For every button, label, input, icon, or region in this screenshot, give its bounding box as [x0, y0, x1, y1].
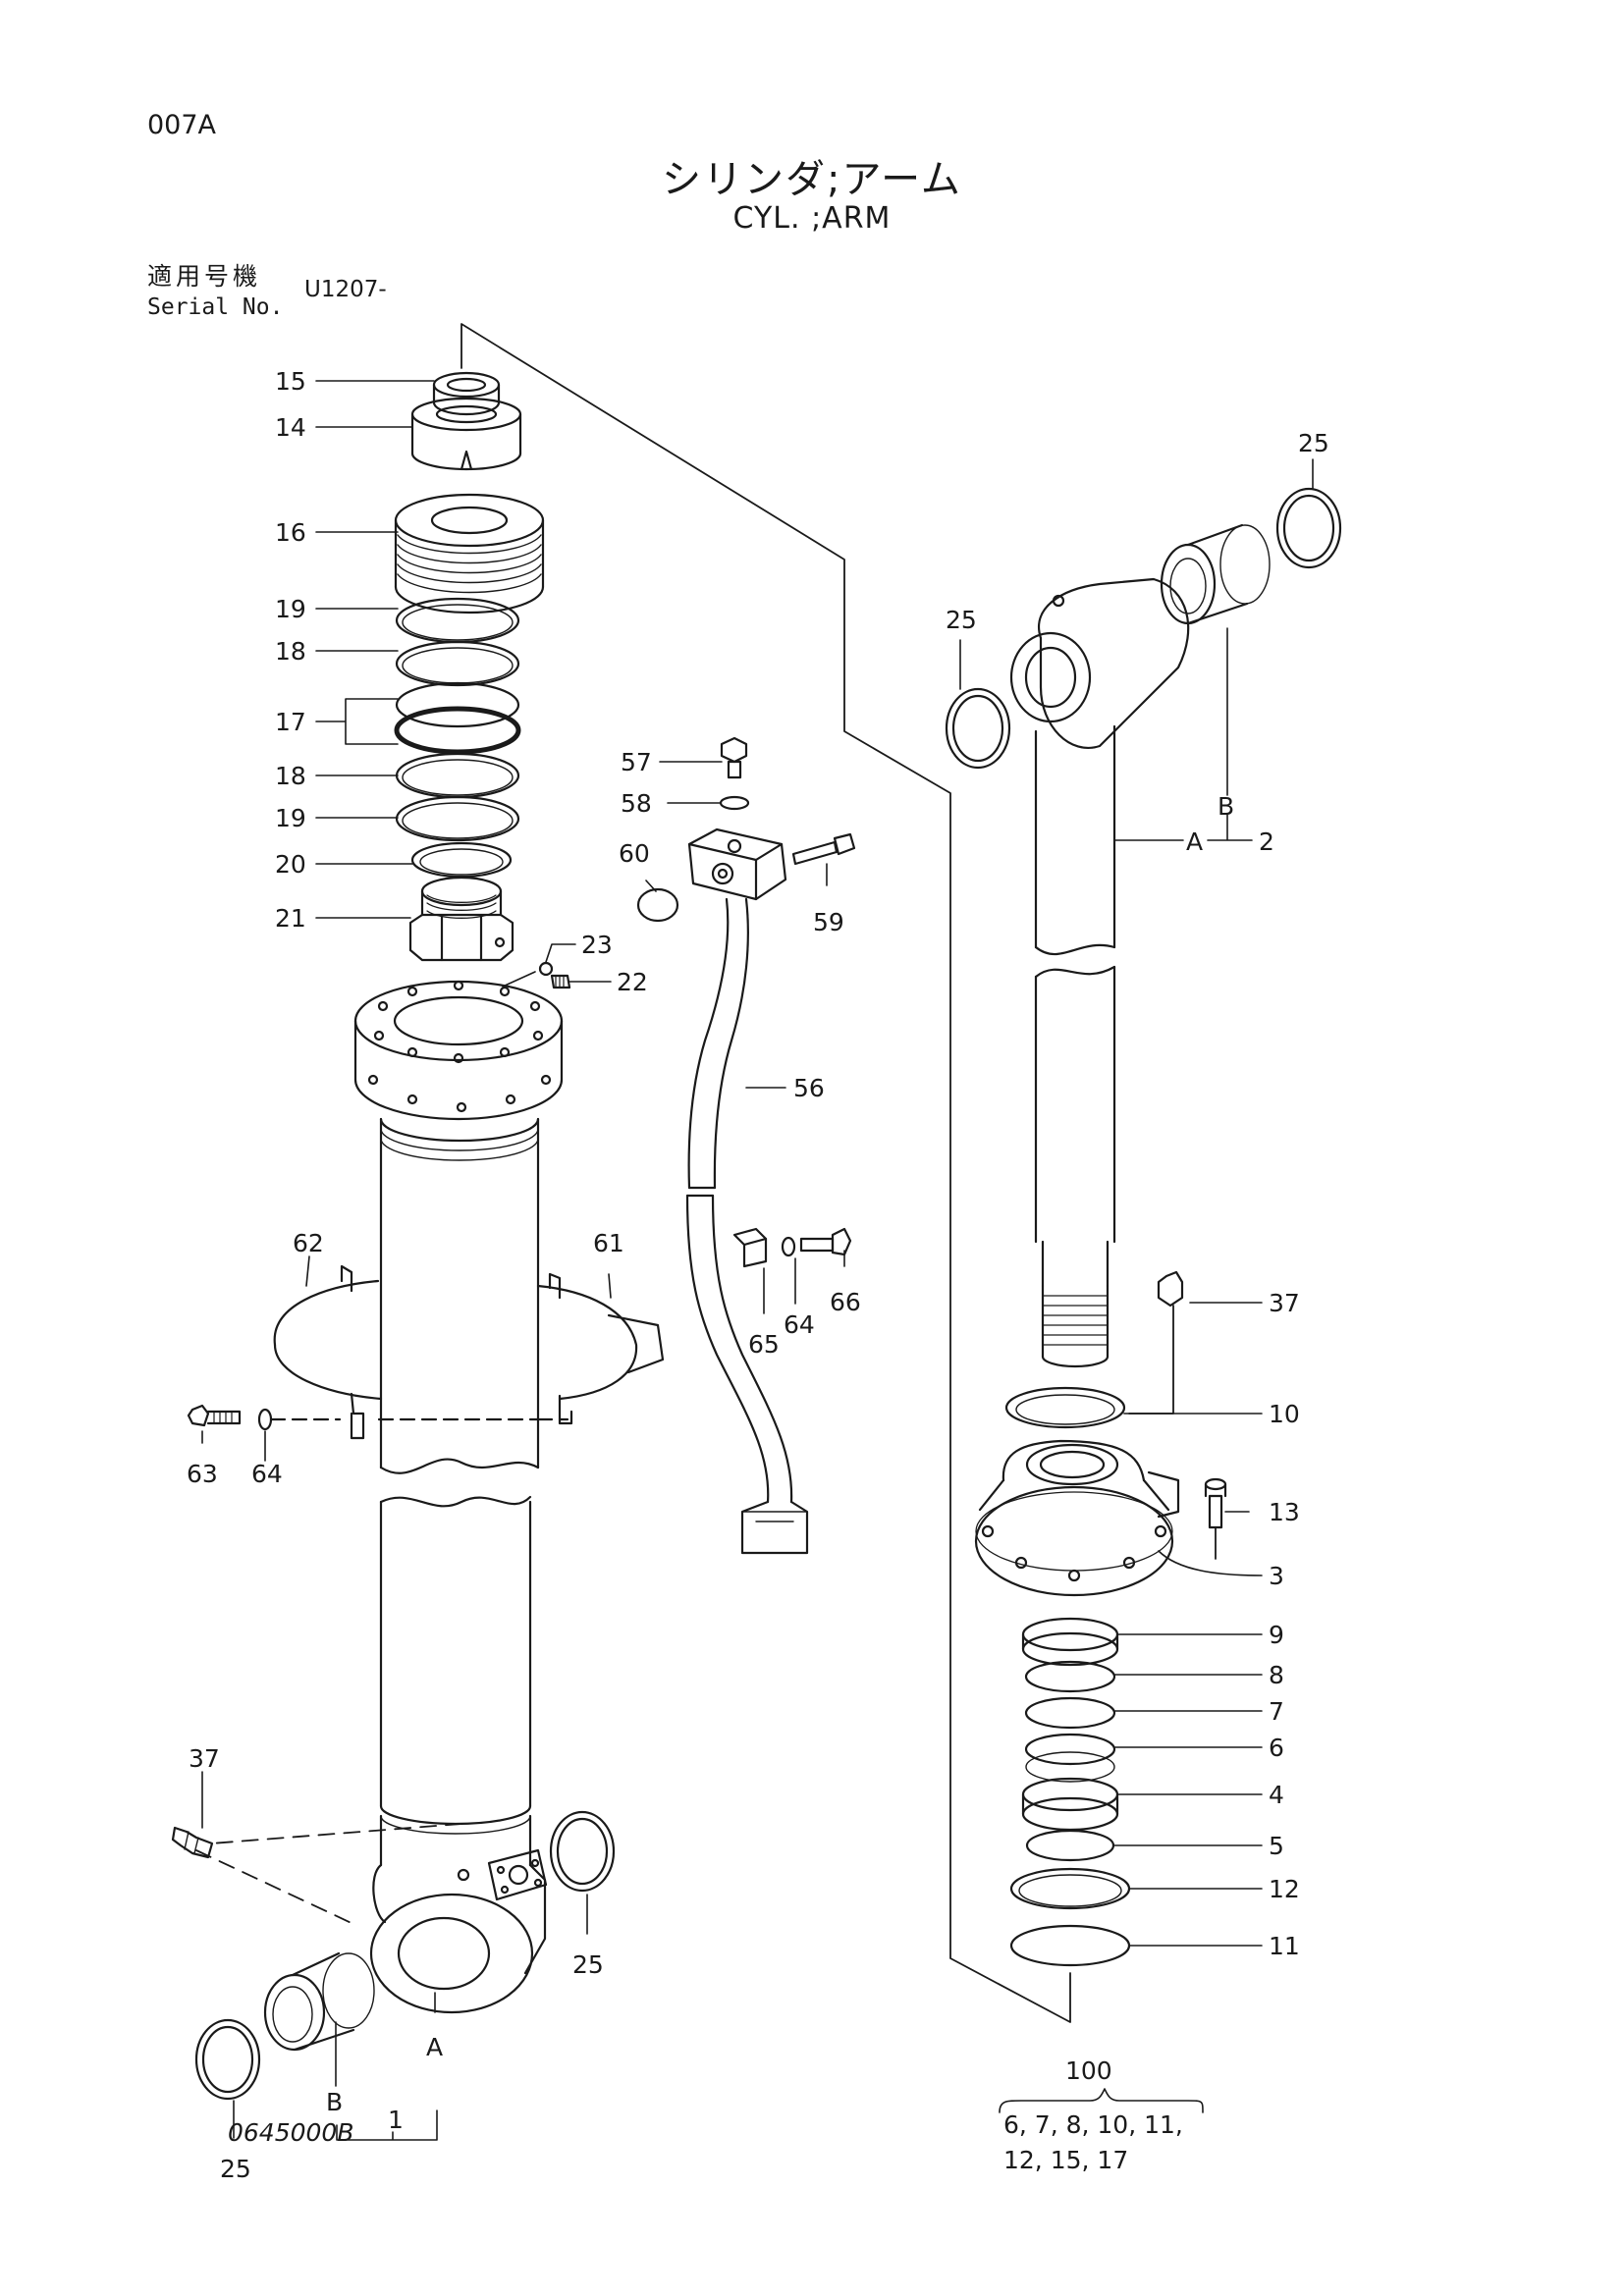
- callout-25-lower-left: 25: [220, 2155, 251, 2183]
- bolt-66-shape: [799, 1227, 852, 1256]
- callout-65: 65: [748, 1330, 780, 1359]
- callout-6: 6: [1269, 1734, 1284, 1762]
- callout-18-lower: 18: [275, 762, 306, 790]
- washer-64-left-shape: [257, 1408, 273, 1431]
- callout-labels: 15 14 16 19 18 17 18 19 20 21 23 22 57 5…: [187, 367, 1329, 2183]
- cylinder-tube-lower: [379, 1495, 532, 1867]
- callout-16: 16: [275, 518, 306, 547]
- seal-25-upper-left-shape: [945, 687, 1011, 770]
- rings-17-to-20: [394, 597, 521, 879]
- seal-25-lower-right-shape: [549, 1810, 616, 1893]
- cylinder-flange-shape: [353, 980, 564, 1121]
- callout-64-left: 64: [251, 1460, 283, 1488]
- callout-2: 2: [1259, 828, 1274, 856]
- callout-37-left: 37: [189, 1744, 220, 1773]
- part-21-shape: [408, 876, 514, 962]
- clamp-61-shape: [536, 1272, 665, 1425]
- clamp-62-shape: [273, 1264, 383, 1440]
- assembly-chain-lines: [195, 323, 1217, 2023]
- callout-b-right: B: [1218, 792, 1234, 821]
- grease-nipple-37-right-shape: [1157, 1270, 1184, 1308]
- ring-10-shape: [1004, 1386, 1126, 1429]
- cylinder-tube-assembly: [171, 371, 616, 2101]
- piston-rod-assembly: [1009, 577, 1190, 1368]
- callout-63: 63: [187, 1460, 218, 1488]
- hose-56-shape: [685, 897, 809, 1555]
- callout-25-upper-right: 25: [1298, 429, 1329, 457]
- callout-58: 58: [621, 789, 652, 818]
- title-english: CYL. ;ARM: [732, 201, 892, 236]
- callout-61: 61: [593, 1229, 624, 1257]
- block-57-58-59-60-shape: [636, 736, 856, 923]
- part-23-shape: [538, 961, 554, 977]
- bolt-63-shape: [187, 1404, 242, 1427]
- callout-19-lower: 19: [275, 804, 306, 832]
- callout-1: 1: [388, 2106, 404, 2134]
- callout-5: 5: [1269, 1832, 1284, 1860]
- serial-label-japanese: 適用号機: [147, 262, 262, 291]
- seal-25-upper-right-shape: [1275, 487, 1342, 569]
- bolt-13-shape: [1204, 1477, 1227, 1529]
- part-22-shape: [550, 974, 571, 989]
- cylinder-bottom-eye: [369, 1848, 548, 2014]
- kit-contents-line1: 6, 7, 8, 10, 11,: [1003, 2110, 1183, 2139]
- callout-12: 12: [1269, 1875, 1300, 1903]
- callout-25-upper-left: 25: [946, 606, 977, 634]
- title-japanese: シリンダ;アーム: [662, 157, 962, 202]
- washer-64-right-shape: [781, 1236, 796, 1257]
- callout-3: 3: [1269, 1562, 1284, 1590]
- callout-21: 21: [275, 904, 306, 933]
- callout-62: 62: [293, 1229, 324, 1257]
- callout-7: 7: [1269, 1697, 1284, 1726]
- serial-value: U1207-: [304, 277, 387, 302]
- callout-11: 11: [1269, 1932, 1300, 1960]
- callout-9: 9: [1269, 1621, 1284, 1649]
- kit-number: 100: [1065, 2056, 1112, 2085]
- bushing-b-right-shape: [1160, 523, 1271, 625]
- bushing-b-left-shape: [263, 1951, 375, 2052]
- callout-8: 8: [1269, 1661, 1284, 1689]
- clip-65-shape: [732, 1227, 768, 1268]
- callout-15: 15: [275, 367, 306, 396]
- leader-lines: [201, 380, 1314, 2141]
- serial-label-english: Serial No.: [147, 294, 284, 320]
- rod-cover-3-shape: [974, 1439, 1180, 1597]
- callout-14: 14: [275, 413, 306, 442]
- part-14-shape: [410, 397, 522, 471]
- page-code: 007A: [147, 110, 217, 140]
- callout-a-left: A: [426, 2033, 443, 2061]
- callout-37-right: 37: [1269, 1289, 1300, 1317]
- callout-18-upper: 18: [275, 637, 306, 666]
- kit-brace: [999, 2088, 1204, 2113]
- drawing-code: 0645000B: [228, 2118, 354, 2147]
- kit-contents-line2: 12, 15, 17: [1003, 2146, 1129, 2174]
- callout-64-right: 64: [784, 1310, 815, 1339]
- callout-22: 22: [617, 968, 648, 996]
- callout-25-lower-right: 25: [572, 1950, 604, 1979]
- callout-4: 4: [1269, 1781, 1284, 1809]
- cylinder-tube-upper: [379, 1117, 540, 1474]
- callout-23: 23: [581, 931, 613, 959]
- seal-25-lower-left-shape: [194, 2018, 261, 2101]
- part-15-shape: [432, 371, 501, 416]
- callout-13: 13: [1269, 1498, 1300, 1526]
- callout-56: 56: [793, 1074, 825, 1102]
- callout-19-upper: 19: [275, 595, 306, 623]
- callout-20: 20: [275, 850, 306, 879]
- callout-66: 66: [830, 1288, 861, 1316]
- piston-seals-4-to-12-shape: [1009, 1617, 1131, 1967]
- callout-59: 59: [813, 908, 844, 936]
- grease-nipple-37-left-shape: [171, 1826, 214, 1859]
- callout-a-right: A: [1186, 828, 1203, 856]
- callout-b-left: B: [326, 2088, 343, 2116]
- callout-10: 10: [1269, 1400, 1300, 1428]
- callout-60: 60: [619, 839, 650, 868]
- callout-57: 57: [621, 748, 652, 776]
- part-16-shape: [394, 493, 545, 614]
- callout-17: 17: [275, 708, 306, 736]
